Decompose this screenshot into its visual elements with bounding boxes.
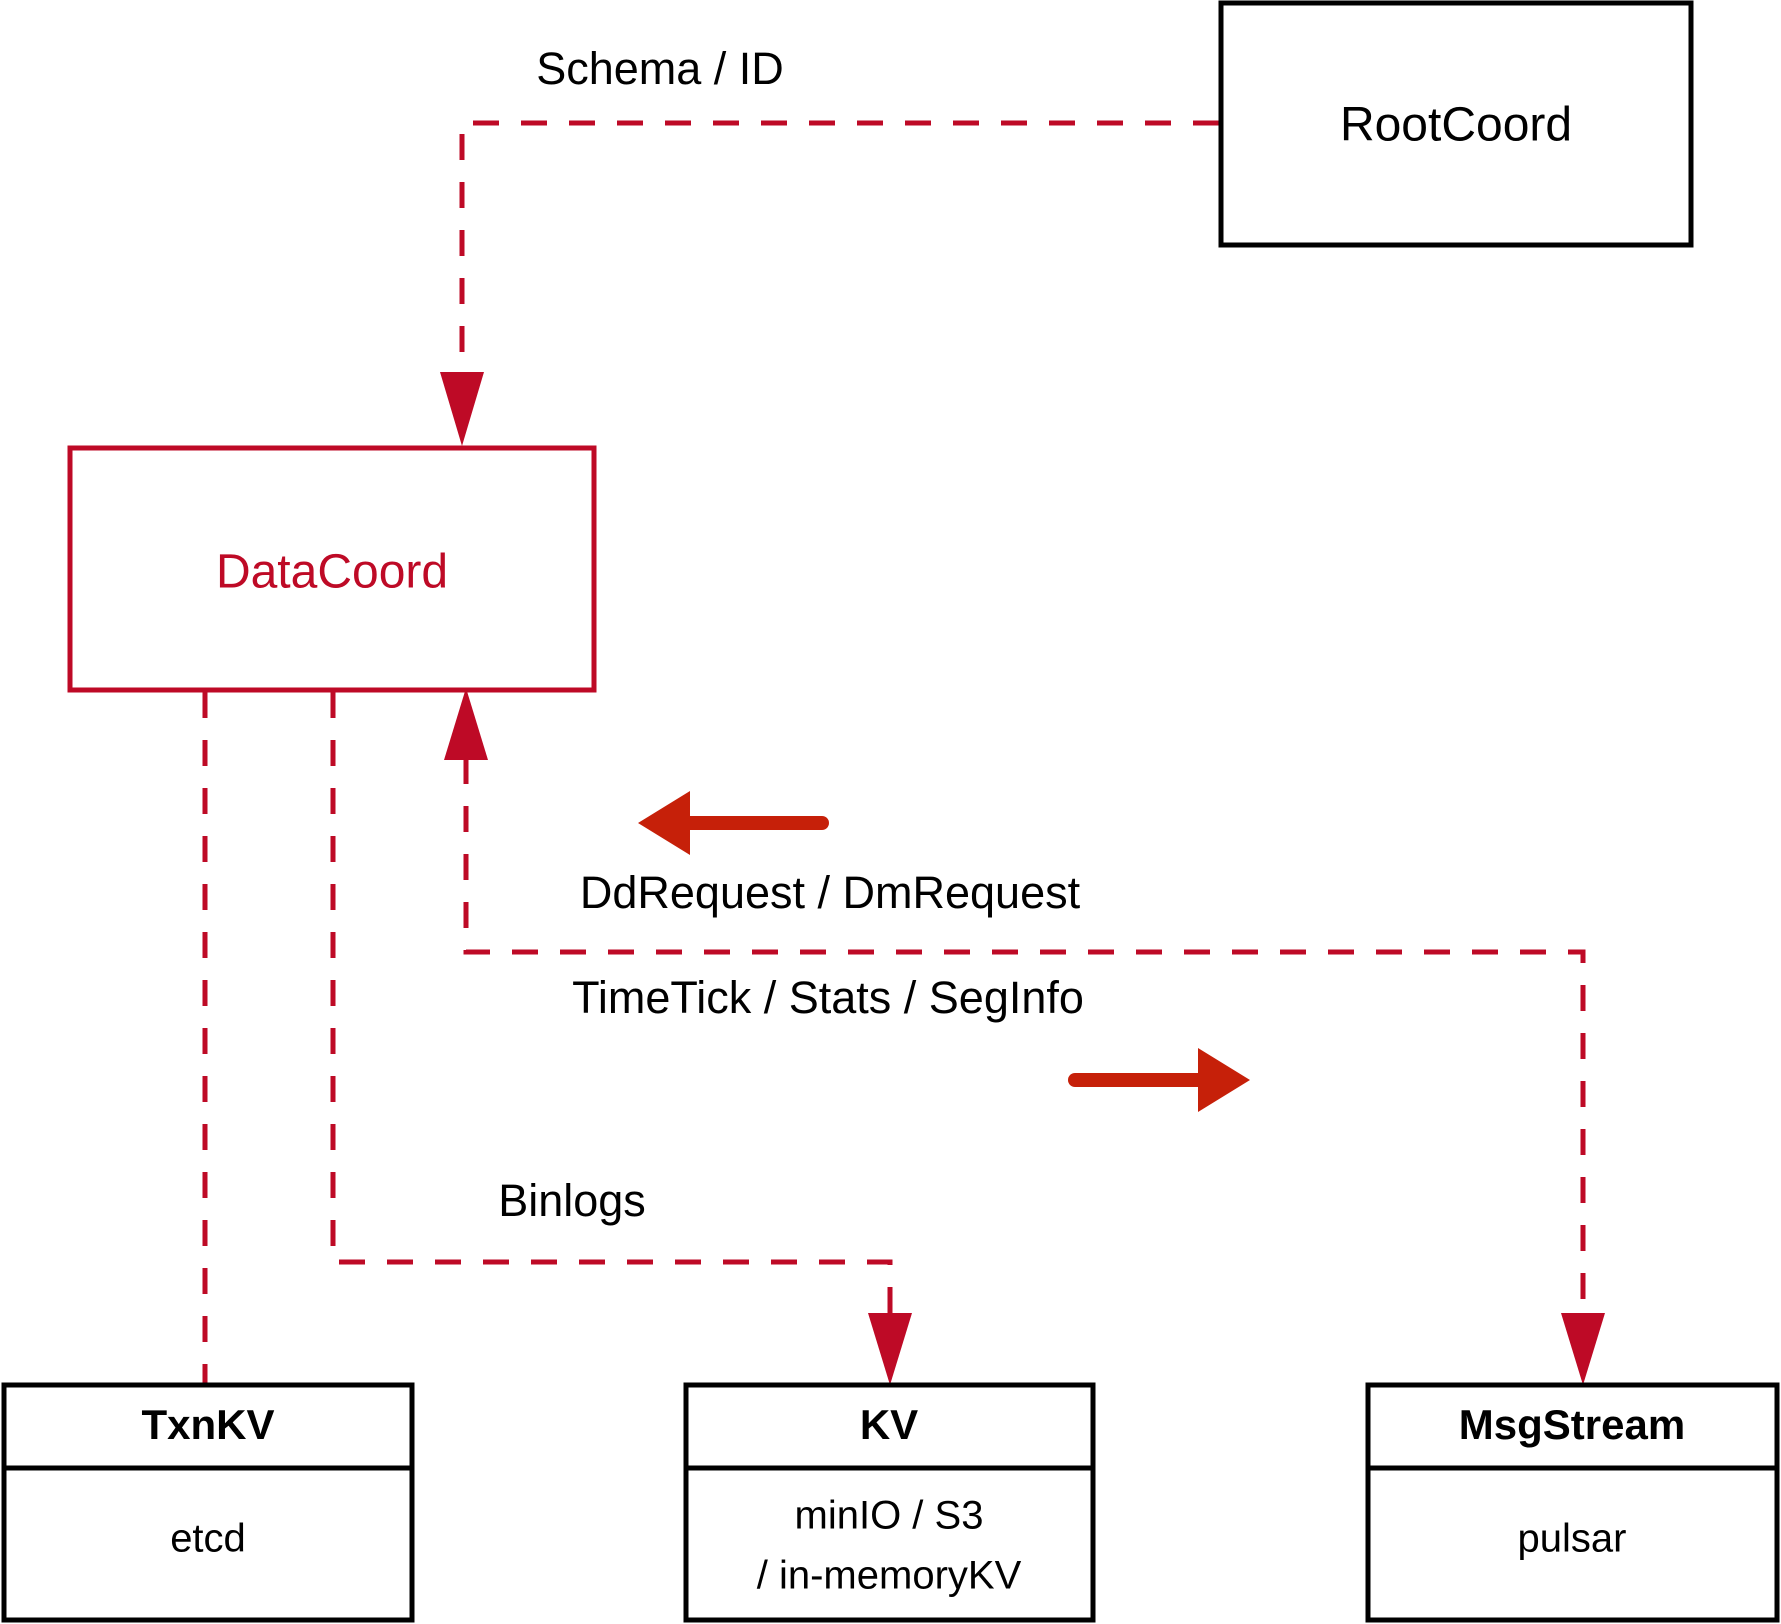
- node-txn-kv-subtitle: etcd: [170, 1517, 246, 1561]
- node-txn-kv-box[interactable]: [1, 1382, 415, 1623]
- node-data-coord-box[interactable]: [67, 445, 597, 693]
- edge-msgstream-arrowhead-up: [444, 688, 488, 760]
- node-kv[interactable]: KV minIO / S3 / in-memoryKV: [683, 1382, 1096, 1623]
- edge-binlogs: [330, 692, 912, 1385]
- edge-binlogs-arrowhead: [868, 1313, 912, 1385]
- node-kv-title: KV: [860, 1401, 918, 1448]
- node-msg-stream[interactable]: MsgStream pulsar: [1365, 1382, 1780, 1623]
- node-root-coord[interactable]: RootCoord: [1218, 0, 1694, 248]
- label-timetick-stats-seginfo: TimeTick / Stats / SegInfo: [572, 972, 1084, 1023]
- node-data-coord-label: DataCoord: [216, 546, 448, 599]
- edge-schema-id-path: [459, 120, 1219, 370]
- node-msg-stream-box[interactable]: [1365, 1382, 1780, 1623]
- node-txn-kv-title: TxnKV: [141, 1401, 274, 1448]
- edge-msgstream: [444, 688, 1605, 1385]
- label-schema-id: Schema / ID: [536, 43, 784, 94]
- node-kv-subtitle-line2: / in-memoryKV: [757, 1554, 1022, 1598]
- dd-dm-request-arrow: [638, 791, 829, 855]
- edge-schema-id: [440, 120, 1219, 446]
- edge-msgstream-arrowhead-down: [1561, 1313, 1605, 1385]
- timetick-stats-arrow-head: [1198, 1048, 1250, 1112]
- edge-msgstream-path: [463, 710, 1586, 1355]
- node-kv-box[interactable]: [683, 1382, 1096, 1623]
- node-root-coord-label: RootCoord: [1340, 99, 1572, 152]
- edge-schema-id-arrowhead: [440, 372, 484, 446]
- node-data-coord[interactable]: DataCoord: [67, 445, 597, 693]
- label-binlogs: Binlogs: [498, 1175, 646, 1226]
- edge-binlogs-path: [330, 692, 893, 1355]
- timetick-stats-arrow: [1068, 1048, 1250, 1112]
- label-dd-dm-request: DdRequest / DmRequest: [580, 867, 1081, 918]
- dd-dm-request-arrow-head: [638, 791, 690, 855]
- node-root-coord-box[interactable]: [1218, 0, 1694, 248]
- node-kv-subtitle-line1: minIO / S3: [795, 1494, 984, 1538]
- node-txn-kv[interactable]: TxnKV etcd: [1, 1382, 415, 1623]
- node-msg-stream-title: MsgStream: [1459, 1401, 1685, 1448]
- node-msg-stream-subtitle: pulsar: [1518, 1517, 1627, 1561]
